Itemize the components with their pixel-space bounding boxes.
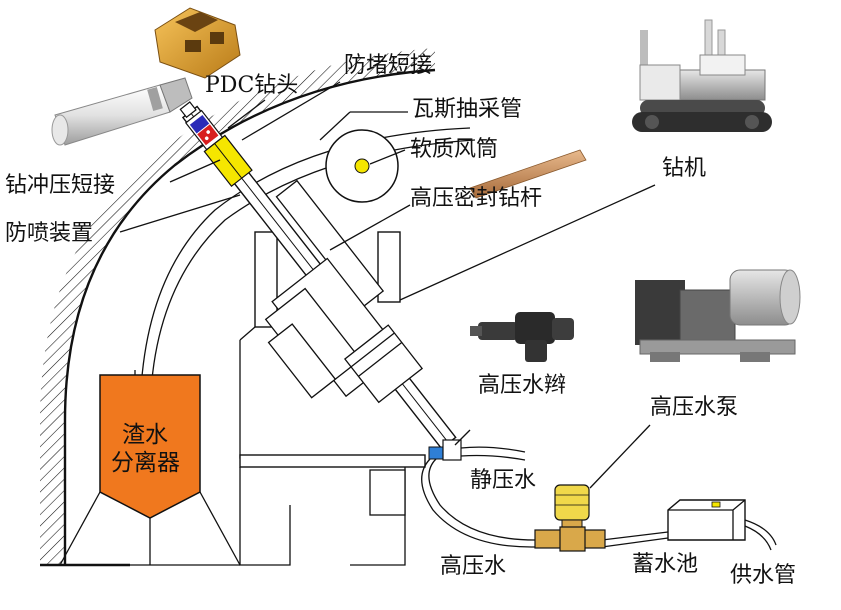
label-anti-spray: 防喷装置 [5,221,93,246]
rig-photo [632,19,772,132]
label-sealed-rod: 高压密封钻杆 [410,186,542,211]
reservoir-box [667,499,746,541]
drilling-rig-frame [239,231,426,566]
label-supply-pipe: 供水管 [730,563,796,588]
soft-duct-circle [325,129,399,203]
inclined-mast [179,101,457,450]
impact-joint-photo [51,77,193,146]
hp-water-swivel [428,439,462,461]
hp-pump-small [534,484,606,552]
label-separator-line2: 分离器 [111,450,180,476]
label-separator-line1: 渣水 [122,422,168,448]
label-gas-pipe: 瓦斯抽采管 [412,97,522,122]
label-soft-duct: 软质风筒 [410,137,498,162]
label-pdc-bit: PDC钻头 [205,73,298,98]
label-reservoir: 蓄水池 [632,552,698,577]
label-hp-pump: 高压水泵 [650,395,738,420]
label-hp-water: 高压水 [440,554,506,579]
label-rig: 钻机 [662,156,706,181]
leader-lines [119,81,656,489]
label-anti-block-joint: 防堵短接 [344,53,432,78]
label-impact-joint: 钻冲压短接 [5,173,115,198]
label-hp-valve: 高压水辫 [478,373,566,398]
hp-valve-photo [470,312,574,362]
slag-water-separator [59,374,241,566]
water-hoses [421,446,777,551]
hp-pump-photo [635,269,801,362]
pdc-bit-photo [154,7,241,79]
soft-duct-photo [469,149,587,199]
label-static-water: 静压水 [470,468,536,493]
